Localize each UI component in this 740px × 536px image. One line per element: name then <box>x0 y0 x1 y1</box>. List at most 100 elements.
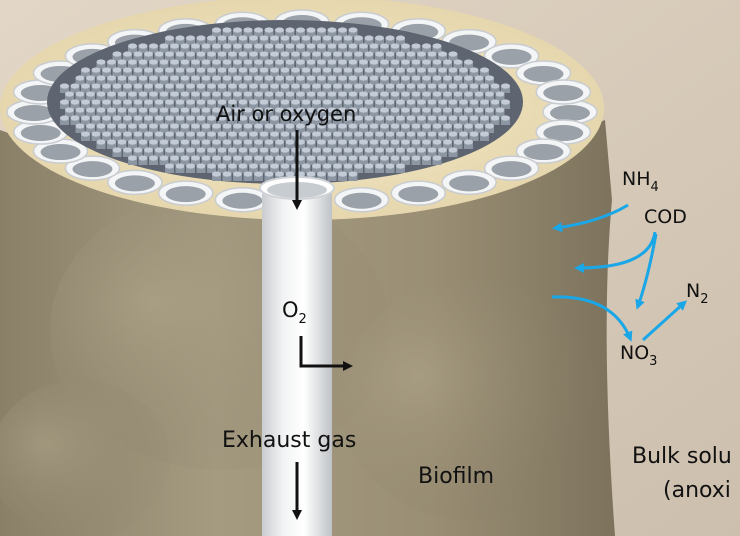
small-fiber <box>96 139 106 149</box>
small-fiber <box>259 67 269 77</box>
small-fiber <box>385 67 395 77</box>
small-fiber <box>359 59 368 69</box>
small-fiber <box>259 99 269 109</box>
small-fiber <box>191 139 200 149</box>
small-fiber <box>175 147 185 157</box>
small-fiber <box>422 123 431 133</box>
small-fiber <box>138 123 148 133</box>
small-fiber <box>149 43 158 53</box>
small-fiber <box>312 67 321 77</box>
hollow-fiber-end <box>107 169 163 196</box>
small-fiber <box>432 139 442 149</box>
small-fiber <box>144 147 153 157</box>
small-fiber <box>207 99 216 109</box>
small-fiber <box>327 155 337 165</box>
small-fiber <box>270 147 279 157</box>
small-fiber <box>390 107 400 117</box>
small-fiber <box>186 35 195 45</box>
small-fiber <box>474 91 484 101</box>
small-fiber <box>359 123 368 133</box>
small-fiber <box>301 131 311 141</box>
small-fiber <box>212 75 221 85</box>
small-fiber <box>186 67 195 77</box>
small-fiber <box>390 59 400 69</box>
small-fiber <box>212 123 221 133</box>
small-fiber <box>422 155 431 165</box>
small-fiber <box>280 51 290 61</box>
small-fiber <box>138 139 148 149</box>
small-fiber <box>170 59 179 69</box>
small-fiber <box>338 59 347 69</box>
small-fiber <box>354 163 363 173</box>
small-fiber <box>348 43 358 53</box>
small-fiber <box>322 51 332 61</box>
small-fiber <box>254 139 263 149</box>
small-fiber <box>364 99 374 109</box>
small-fiber <box>296 107 305 117</box>
small-fiber <box>254 107 263 117</box>
small-fiber <box>259 51 269 61</box>
small-fiber <box>201 91 211 101</box>
small-fiber <box>327 43 337 53</box>
small-fiber <box>396 67 405 77</box>
small-fiber <box>180 139 190 149</box>
small-fiber <box>501 99 510 109</box>
small-fiber <box>490 99 500 109</box>
fiber-bundle <box>60 27 510 181</box>
small-fiber <box>270 67 279 77</box>
small-fiber <box>406 115 416 125</box>
small-fiber <box>406 131 416 141</box>
small-fiber <box>280 163 290 173</box>
small-fiber <box>212 107 221 117</box>
small-fiber <box>417 131 426 141</box>
small-fiber <box>91 83 101 93</box>
small-fiber <box>354 51 363 61</box>
small-fiber <box>306 107 316 117</box>
small-fiber <box>448 147 458 157</box>
small-fiber <box>191 107 200 117</box>
small-fiber <box>270 83 279 93</box>
small-fiber <box>317 43 326 53</box>
small-fiber <box>333 67 342 77</box>
small-fiber <box>354 147 363 157</box>
small-fiber <box>427 99 437 109</box>
small-fiber <box>212 27 221 37</box>
small-fiber <box>432 155 442 165</box>
small-fiber <box>75 75 85 85</box>
small-fiber <box>280 115 290 125</box>
small-fiber <box>480 99 489 109</box>
small-fiber <box>128 43 137 53</box>
small-fiber <box>317 59 326 69</box>
small-fiber <box>338 27 347 37</box>
small-fiber <box>243 171 253 181</box>
small-fiber <box>327 59 337 69</box>
small-fiber <box>401 155 410 165</box>
small-fiber <box>264 43 274 53</box>
small-fiber <box>222 27 232 37</box>
small-fiber <box>159 107 169 117</box>
small-fiber <box>380 107 389 117</box>
small-fiber <box>432 59 442 69</box>
small-fiber <box>312 51 321 61</box>
small-fiber <box>102 83 111 93</box>
hollow-fiber-end <box>333 186 390 213</box>
small-fiber <box>343 51 353 61</box>
small-fiber <box>128 91 137 101</box>
small-fiber <box>322 131 332 141</box>
small-fiber <box>411 43 421 53</box>
small-fiber <box>375 67 384 77</box>
small-fiber <box>107 139 116 149</box>
small-fiber <box>138 155 148 165</box>
small-fiber <box>144 51 153 61</box>
small-fiber <box>296 27 305 37</box>
small-fiber <box>469 131 479 141</box>
small-fiber <box>144 99 153 109</box>
small-fiber <box>338 91 347 101</box>
small-fiber <box>217 99 227 109</box>
small-fiber <box>306 155 316 165</box>
small-fiber <box>86 107 95 117</box>
small-fiber <box>343 131 353 141</box>
small-fiber <box>348 139 358 149</box>
small-fiber <box>233 43 242 53</box>
small-fiber <box>96 123 106 133</box>
